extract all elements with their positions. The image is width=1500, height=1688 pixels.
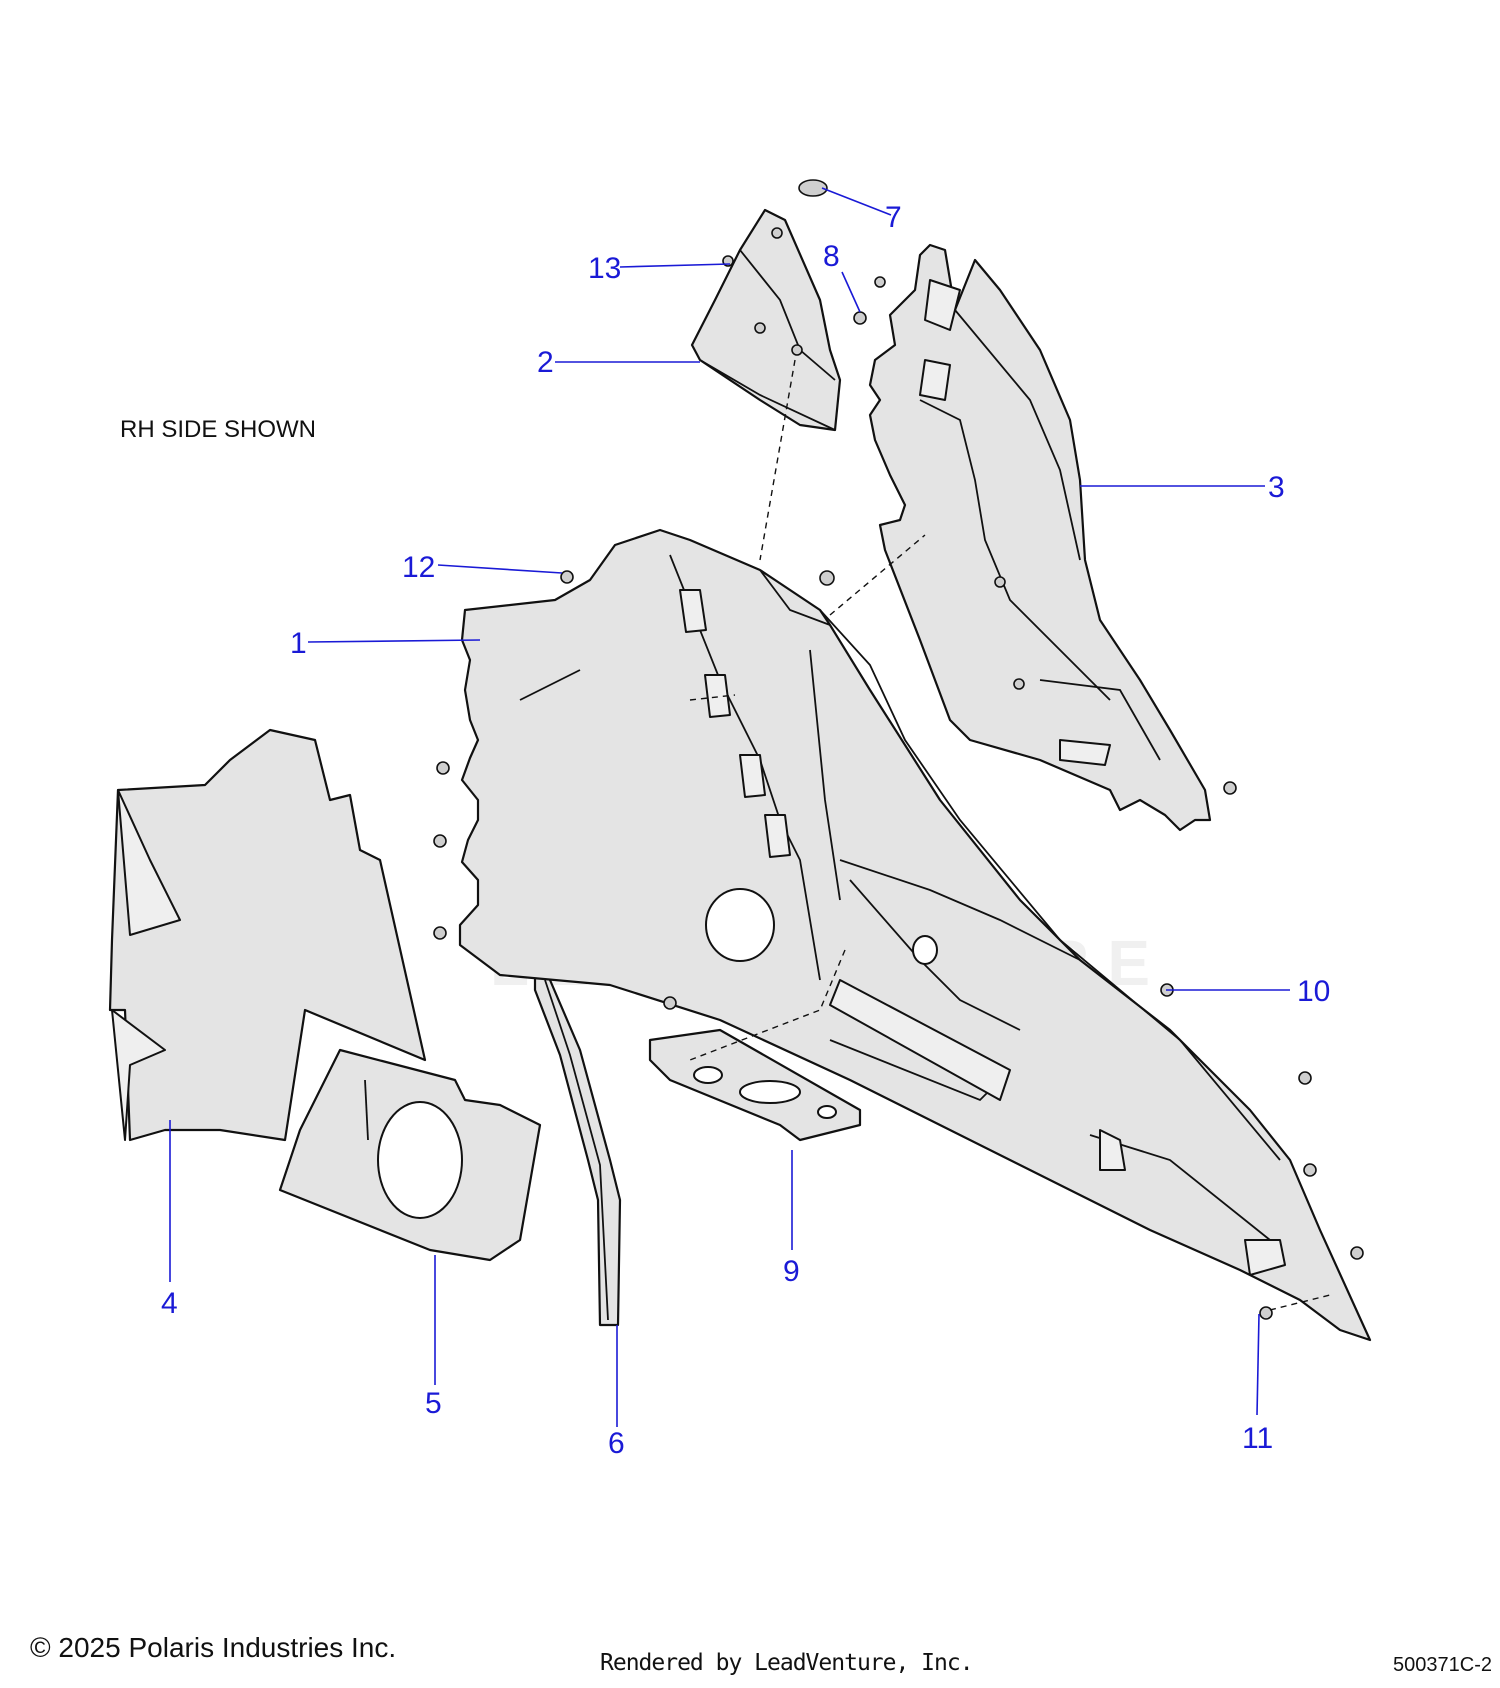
callout-12[interactable]: 12 — [402, 551, 435, 584]
side-note: RH SIDE SHOWN — [120, 416, 317, 443]
callout-8[interactable]: 8 — [823, 240, 840, 273]
callout-7[interactable]: 7 — [885, 201, 902, 234]
part-9-gasket-plate[interactable] — [648, 1028, 862, 1142]
callout-5[interactable]: 5 — [425, 1387, 442, 1420]
callouts: 1 2 3 4 5 6 7 8 9 10 11 12 13 — [161, 201, 1330, 1460]
callout-13[interactable]: 13 — [588, 252, 621, 285]
fasteners — [433, 179, 1364, 1320]
copyright-text: © 2025 Polaris Industries Inc. — [30, 1632, 397, 1663]
callout-10[interactable]: 10 — [1297, 975, 1330, 1008]
callout-1[interactable]: 1 — [290, 627, 307, 660]
callout-9[interactable]: 9 — [783, 1255, 800, 1288]
part-5-lower-panel[interactable] — [278, 1048, 542, 1262]
alignment-lines — [689, 359, 1331, 1311]
rendered-by-text: Rendered by LeadVenture, Inc. — [600, 1650, 974, 1676]
part-4-side-panel[interactable] — [108, 728, 427, 1142]
callout-11[interactable]: 11 — [1242, 1422, 1273, 1455]
part-6-seal-strip[interactable] — [533, 968, 622, 1327]
callout-6[interactable]: 6 — [608, 1427, 625, 1460]
callout-3[interactable]: 3 — [1268, 471, 1285, 504]
callout-2[interactable]: 2 — [537, 346, 554, 379]
leader-lines — [169, 187, 1290, 1427]
callout-4[interactable]: 4 — [161, 1287, 178, 1320]
part-3-upper-panel[interactable] — [868, 243, 1212, 832]
part-2-bracket[interactable] — [690, 208, 842, 432]
part-1-inner-panel[interactable] — [458, 528, 1372, 1342]
diagram-id: 500371C-2 — [1393, 1654, 1492, 1676]
